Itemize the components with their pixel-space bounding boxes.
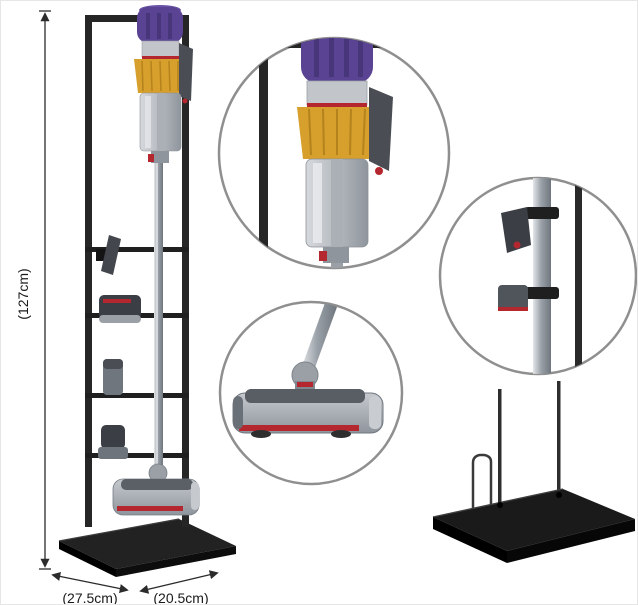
red-band <box>142 56 179 59</box>
detail-filter-rib-3 <box>344 38 349 77</box>
base-depth-dimension: (27.5cm) <box>51 571 129 605</box>
dusting-brush <box>98 425 128 459</box>
base-detail-front-left-edge <box>433 517 507 563</box>
detail2-end-cap-left <box>233 396 243 429</box>
detail2-head-top <box>245 389 365 403</box>
base-detail-wire-bracket <box>471 453 493 533</box>
dimension-annotations: (127cm) (27.5cm) (20.5cm) <box>15 10 219 605</box>
callout-vacuum-top-detail <box>217 22 451 270</box>
detail-frame-upright <box>259 39 268 268</box>
wand-highlight <box>156 163 158 471</box>
detail3-clamp-bottom <box>525 287 559 299</box>
filter-rib-1 <box>146 13 150 39</box>
frame-crossbar-4 <box>85 453 189 458</box>
dusting-brush-body <box>101 425 125 449</box>
detail-wand-connector <box>323 247 349 263</box>
detail-filter-rib-4 <box>358 38 363 77</box>
base-detail-front-right-edge <box>507 519 635 563</box>
mini-motorized-brush <box>99 295 141 323</box>
stored-attachments <box>96 235 141 459</box>
detail2-wheel-right <box>331 430 351 438</box>
filter-rib-2 <box>157 13 161 39</box>
detail-handle <box>369 87 393 171</box>
detail2-red-clip <box>297 382 313 387</box>
base-depth-line <box>51 571 129 594</box>
base-detail-top-face <box>433 489 635 551</box>
detail-trigger-red-dot <box>375 167 383 175</box>
detail2-end-cap-right <box>369 396 381 429</box>
callout-pole-attachments-detail <box>438 176 637 376</box>
detail3-pole <box>533 178 551 374</box>
base-front-right-edge <box>116 546 236 577</box>
combination-tool-top <box>103 359 123 369</box>
wand-release-clip <box>148 154 154 162</box>
bin-highlight <box>145 96 151 148</box>
filter-rib-3 <box>168 13 172 39</box>
detail-wand-release-clip <box>319 251 327 261</box>
vacuum-wand <box>154 163 163 471</box>
vacuum-handle <box>179 43 193 101</box>
detail-wand-stub <box>331 263 343 268</box>
detail-red-band <box>307 103 367 107</box>
wand-connector <box>151 151 169 163</box>
detail2-wand <box>301 303 337 373</box>
mini-brush-roller <box>99 315 141 323</box>
detail3-frame-bar <box>575 178 582 374</box>
frame-crossbar-1 <box>85 247 189 252</box>
detail3-red-dot <box>513 241 521 249</box>
base-detail-rod-left <box>498 389 502 503</box>
base-width-label: (20.5cm) <box>153 590 208 605</box>
detail3-red-stripe <box>498 307 528 311</box>
detail-motor-housing <box>306 80 368 106</box>
base-top-face <box>59 519 236 569</box>
crevice-tool-body <box>101 235 121 275</box>
motor-housing <box>141 40 180 58</box>
floor-head-detail-content <box>232 303 384 438</box>
detail-filter-rib-1 <box>314 38 319 77</box>
floor-head-red-accent <box>117 506 183 511</box>
base-back-edge <box>58 518 180 542</box>
stand-base-plate <box>58 518 236 577</box>
floor-head <box>112 463 200 516</box>
pole-attachments-detail-content <box>498 178 582 374</box>
frame-crossbar-3 <box>85 393 189 398</box>
frame-left-upright <box>85 15 92 527</box>
mini-brush-red-accent <box>103 299 131 303</box>
detail-filter-rib-2 <box>329 38 334 77</box>
base-detail-mount-right <box>556 492 562 498</box>
base-detail-mount-left <box>497 502 503 508</box>
detail-cyclone-ridges <box>308 108 366 156</box>
detail2-red-stripe <box>239 425 359 431</box>
base-plate-detail <box>432 381 635 563</box>
crevice-tool <box>96 235 121 275</box>
combination-tool <box>103 359 123 395</box>
base-depth-label: (27.5cm) <box>62 590 117 605</box>
base-width-dimension: (20.5cm) <box>139 570 219 605</box>
detail-bin-highlight <box>313 163 322 243</box>
bin-inner-core <box>157 93 165 151</box>
frame-right-upright <box>182 15 189 527</box>
vacuum-stand-illustration <box>58 5 236 577</box>
base-width-line <box>139 570 219 594</box>
dusting-brush-bristles <box>98 447 128 459</box>
detail3-attachment-tool <box>501 207 531 253</box>
base-front-left-edge <box>59 541 116 577</box>
cyclone-ridges <box>141 60 179 92</box>
trigger-red-dot <box>182 98 188 104</box>
vacuum-top-detail-content <box>259 22 409 268</box>
height-dimension: (127cm) <box>15 10 51 570</box>
detail3-attachment-brush <box>498 285 528 311</box>
callout-floor-head-detail <box>218 300 404 486</box>
floor-head-end-cap <box>191 482 199 510</box>
detail-filter-cap-top <box>304 22 370 38</box>
detail-bin-inner-core <box>331 159 343 247</box>
crevice-tool-holder <box>96 249 106 261</box>
floor-head-top <box>121 479 193 490</box>
height-dimension-label: (127cm) <box>15 268 31 319</box>
base-detail-rod-right <box>557 381 561 493</box>
detail2-wheel-left <box>251 430 271 438</box>
detail3-clamp-top <box>525 207 559 219</box>
docked-vacuum <box>134 5 193 471</box>
